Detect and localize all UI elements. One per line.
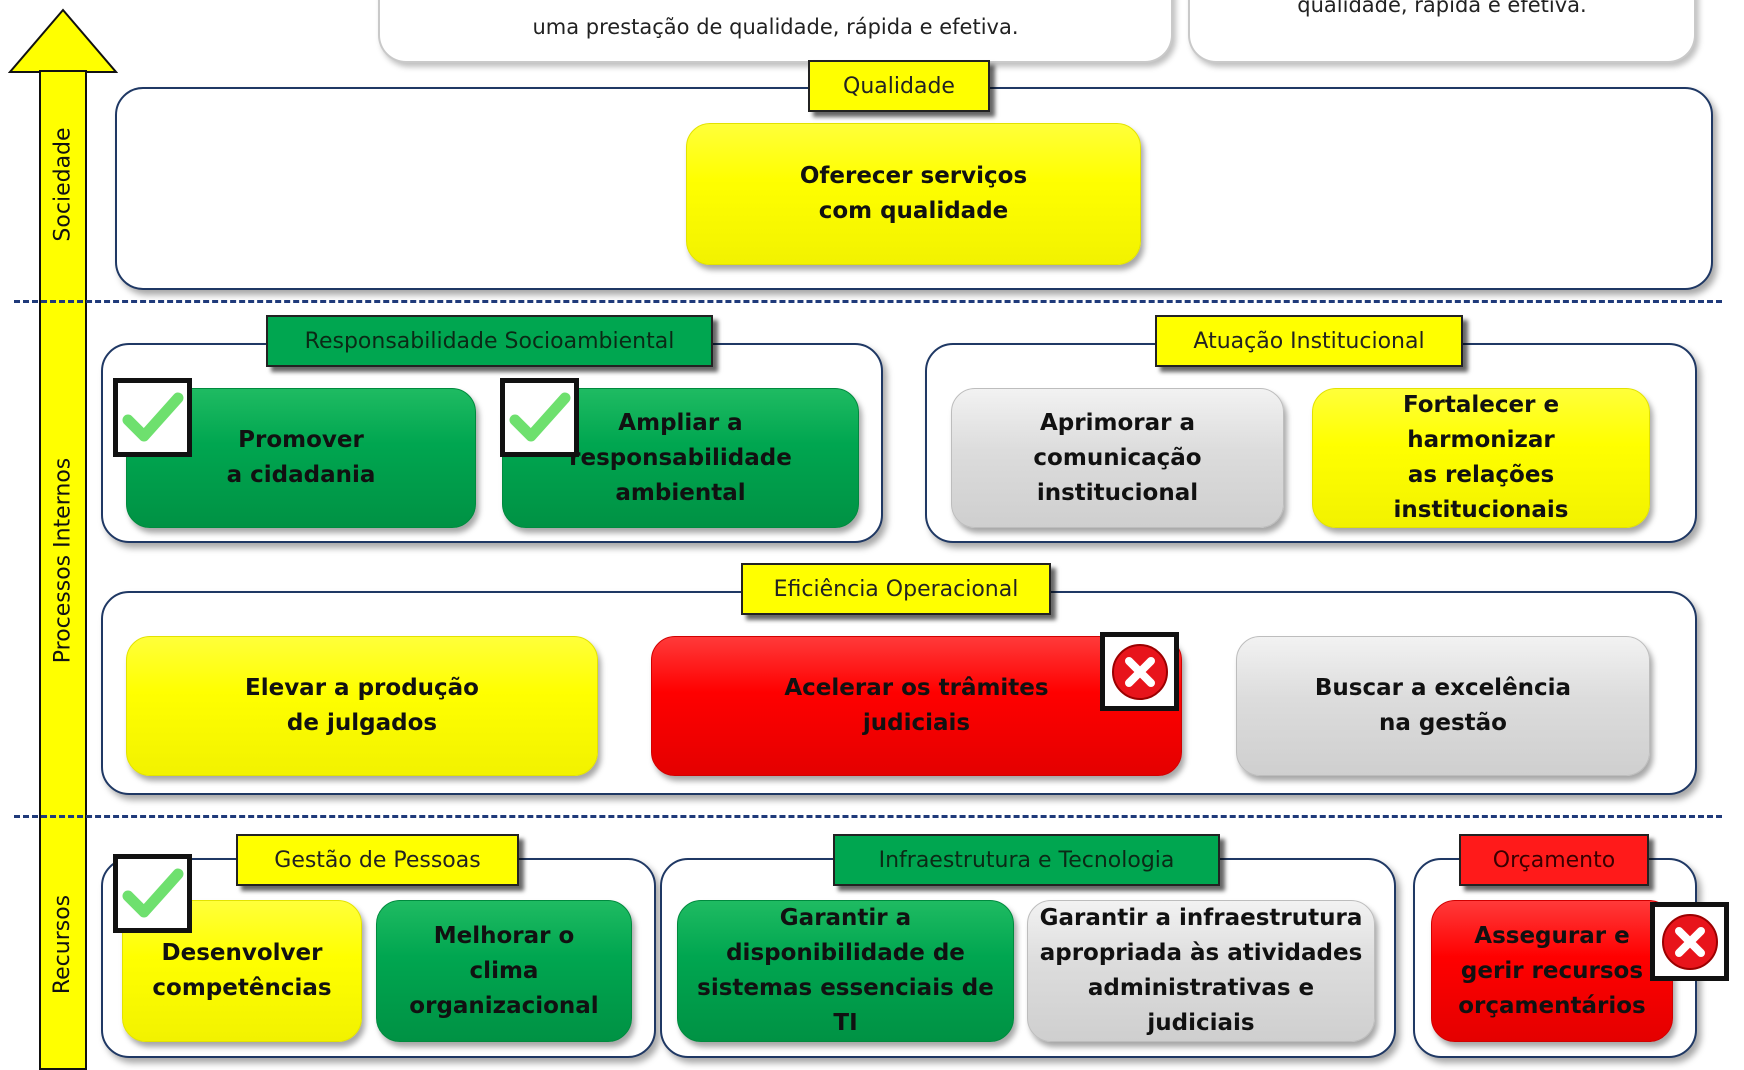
label-qualidade: Qualidade: [808, 60, 990, 112]
objective-elevar-producao: Elevar a produção de julgados: [126, 636, 598, 776]
axis-label-processos: Processos Internos: [50, 457, 76, 663]
axis-label-sociedade: Sociedade: [50, 127, 76, 242]
divider-processos-recursos: [14, 815, 1722, 818]
arrow-up-icon: [8, 8, 118, 73]
objective-melhorar-clima: Melhorar o clima organizacional: [376, 900, 632, 1042]
top-box-left: uma prestação de qualidade, rápida e efe…: [378, 0, 1173, 63]
objective-buscar-excelencia: Buscar a excelência na gestão: [1236, 636, 1650, 776]
objective-oferecer-servicos: Oferecer serviços com qualidade: [686, 123, 1141, 265]
check-icon: [113, 854, 192, 933]
perspective-axis: Sociedade Processos Internos Recursos: [8, 0, 118, 1070]
label-eficiencia: Eficiência Operacional: [741, 563, 1051, 615]
objective-garantir-sistemas: Garantir a disponibilidade de sistemas e…: [677, 900, 1014, 1042]
check-icon: [113, 378, 192, 457]
objective-promover-cidadania: Promover a cidadania: [126, 388, 476, 528]
axis-label-recursos: Recursos: [50, 894, 76, 995]
top-box-right: qualidade, rápida e efetiva.: [1188, 0, 1696, 63]
check-icon: [500, 378, 579, 457]
cross-icon: [1650, 902, 1729, 981]
axis-shaft: [39, 70, 87, 1070]
cross-icon: [1100, 632, 1179, 711]
label-orcamento: Orçamento: [1459, 834, 1649, 886]
label-socioambiental: Responsabilidade Socioambiental: [266, 315, 713, 367]
label-infra: Infraestrutura e Tecnologia: [833, 834, 1220, 886]
objective-acelerar-tramites: Acelerar os trâmites judiciais: [651, 636, 1182, 776]
label-institucional: Atuação Institucional: [1155, 315, 1463, 367]
top-box-left-text: uma prestação de qualidade, rápida e efe…: [532, 15, 1019, 39]
label-pessoas: Gestão de Pessoas: [236, 834, 519, 886]
objective-aprimorar-comunicacao: Aprimorar a comunicação institucional: [951, 388, 1284, 528]
objective-assegurar-recursos: Assegurar e gerir recursos orçamentários: [1431, 900, 1673, 1042]
divider-sociedade-processos: [14, 300, 1722, 303]
top-box-right-text: qualidade, rápida e efetiva.: [1297, 0, 1587, 17]
objective-garantir-infraestrutura: Garantir a infraestrutura apropriada às …: [1027, 900, 1375, 1042]
objective-fortalecer-relacoes: Fortalecer e harmonizar as relações inst…: [1312, 388, 1650, 528]
